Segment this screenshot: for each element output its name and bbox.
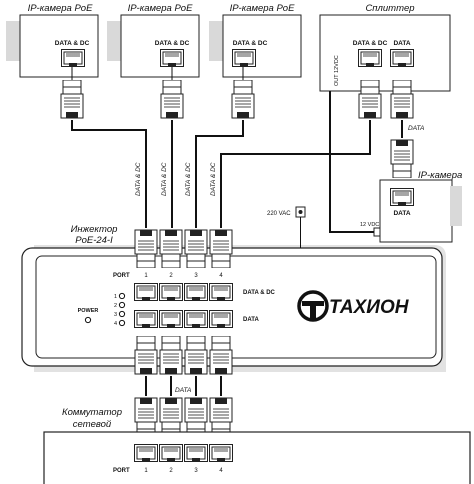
network-switch: Коммутатор сетевой PORT 1 2 3 4 bbox=[43, 407, 471, 484]
splitter-port1-label: DATA & DC bbox=[353, 40, 388, 47]
data-dc-cables bbox=[71, 120, 371, 228]
power-label: POWER bbox=[78, 308, 99, 314]
switch-plug-4 bbox=[209, 397, 233, 436]
led-1 bbox=[118, 292, 126, 300]
switch-plug-1 bbox=[134, 397, 158, 436]
ip-camera-label: IP-камера bbox=[418, 170, 462, 181]
switch-port-1: 1 bbox=[144, 468, 148, 474]
switch-port-4: 4 bbox=[219, 468, 223, 474]
camera-2-port-label: DATA & DC bbox=[155, 40, 190, 47]
camera-1-plug bbox=[60, 80, 84, 119]
injector-row1-label: DATA & DC bbox=[243, 290, 276, 296]
ip-camera-poe-2: IP-камера PoE DATA & DC bbox=[107, 3, 200, 78]
ip-camera-poe-3: IP-камера PoE DATA & DC bbox=[209, 3, 302, 78]
led-number-2: 2 bbox=[114, 303, 117, 309]
injector-bottom-plug-1 bbox=[134, 336, 158, 375]
injector-row2-label: DATA bbox=[243, 317, 259, 323]
wire-label-2: DATA & DC bbox=[161, 162, 168, 196]
splitter-out-label: OUT 12VDC bbox=[334, 55, 340, 86]
led-4 bbox=[118, 319, 126, 327]
led-number-3: 3 bbox=[114, 312, 117, 318]
splitter-plug-1 bbox=[358, 80, 382, 119]
poe-injector: Инжектор PoE-24-I PORT 1 2 3 4 DATA & DC… bbox=[21, 206, 446, 372]
brand-name: ТАХИОН bbox=[329, 297, 410, 318]
led-3 bbox=[118, 310, 126, 318]
camera-1-label: IP-камера PoE bbox=[28, 3, 94, 14]
injector-title-line1: Инжектор bbox=[71, 224, 118, 235]
ip-camera-power-label: 12 VDC bbox=[360, 222, 379, 228]
ip-camera-poe-1: IP-камера PoE DATA & DC bbox=[6, 3, 99, 78]
camera-3-rj45-socket bbox=[232, 49, 256, 67]
injector-top-plug-1 bbox=[134, 229, 158, 268]
injector-socket-row1-2 bbox=[159, 282, 183, 302]
injector-bottom-plug-4 bbox=[209, 336, 233, 375]
tahion-logo: ТАХИОН bbox=[297, 290, 410, 322]
switch-plug-2 bbox=[159, 397, 183, 436]
injector-port-3: 3 bbox=[194, 273, 198, 279]
ip-camera-power-jack bbox=[373, 227, 381, 237]
ip-camera: IP-камера DATA 12 VDC bbox=[360, 170, 462, 243]
injector-bottom-plug-2 bbox=[159, 336, 183, 375]
camera-3-port-label: DATA & DC bbox=[233, 40, 268, 47]
splitter-data-label: DATA bbox=[408, 125, 424, 132]
power-12v-cable bbox=[329, 91, 374, 233]
splitter-port1-socket bbox=[358, 49, 382, 67]
injector-port-1: 1 bbox=[144, 273, 148, 279]
injector-top-plug-3 bbox=[184, 229, 208, 268]
splitter-port2-label: DATA bbox=[393, 40, 410, 47]
injector-socket-row1-3 bbox=[184, 282, 208, 302]
injector-socket-row2-1 bbox=[134, 309, 158, 329]
led-number-4: 4 bbox=[114, 321, 117, 327]
switch-port-label: PORT bbox=[113, 468, 130, 474]
injector-title-line2: PoE-24-I bbox=[75, 235, 113, 246]
injector-socket-row1-1 bbox=[134, 282, 158, 302]
camera-3-label: IP-камера PoE bbox=[230, 3, 296, 14]
splitter-port2-socket bbox=[390, 49, 414, 67]
ip-camera-port-label: DATA bbox=[393, 210, 410, 217]
switch-port-3: 3 bbox=[194, 468, 198, 474]
led-2 bbox=[118, 301, 126, 309]
injector-socket-row2-3 bbox=[184, 309, 208, 329]
splitter-camera-plug bbox=[390, 139, 414, 178]
ac-input-label: 220 VAC bbox=[267, 211, 291, 217]
data-cables-to-switch bbox=[145, 376, 222, 396]
injector-port-4: 4 bbox=[219, 273, 223, 279]
switch-socket-4 bbox=[209, 443, 233, 463]
wire-label-3: DATA & DC bbox=[185, 162, 192, 196]
injector-socket-row2-2 bbox=[159, 309, 183, 329]
ip-camera-socket bbox=[390, 188, 414, 206]
splitter: Сплиттер DATA & DC DATA OUT 12VDC bbox=[319, 3, 451, 92]
injector-top-plug-4 bbox=[209, 229, 233, 268]
wire-label-4: DATA & DC bbox=[210, 162, 217, 196]
led-number-1: 1 bbox=[114, 294, 117, 300]
camera-2-plug bbox=[160, 80, 184, 119]
switch-plug-3 bbox=[184, 397, 208, 436]
camera-2-label: IP-камера PoE bbox=[128, 3, 194, 14]
injector-port-2: 2 bbox=[169, 273, 173, 279]
switch-port-2: 2 bbox=[169, 468, 173, 474]
camera-1-rj45-socket bbox=[61, 49, 85, 67]
injector-socket-row2-4 bbox=[209, 309, 233, 329]
camera-1-port-label: DATA & DC bbox=[55, 40, 90, 47]
switch-socket-3 bbox=[184, 443, 208, 463]
data-wire-label: DATA bbox=[175, 387, 191, 394]
splitter-label: Сплиттер bbox=[365, 3, 414, 14]
injector-port-label: PORT bbox=[113, 273, 130, 279]
switch-socket-1 bbox=[134, 443, 158, 463]
switch-title-line2: сетевой bbox=[73, 419, 112, 430]
splitter-plug-2 bbox=[390, 80, 414, 119]
camera-3-plug bbox=[231, 80, 255, 119]
camera-short-cables bbox=[71, 67, 244, 80]
camera-2-rj45-socket bbox=[160, 49, 184, 67]
switch-socket-2 bbox=[159, 443, 183, 463]
injector-top-plug-2 bbox=[159, 229, 183, 268]
switch-title-line1: Коммутатор bbox=[62, 407, 122, 418]
injector-bottom-plug-3 bbox=[184, 336, 208, 375]
injector-socket-row1-4 bbox=[209, 282, 233, 302]
power-led bbox=[84, 316, 92, 324]
wire-label-1: DATA & DC bbox=[135, 162, 142, 196]
